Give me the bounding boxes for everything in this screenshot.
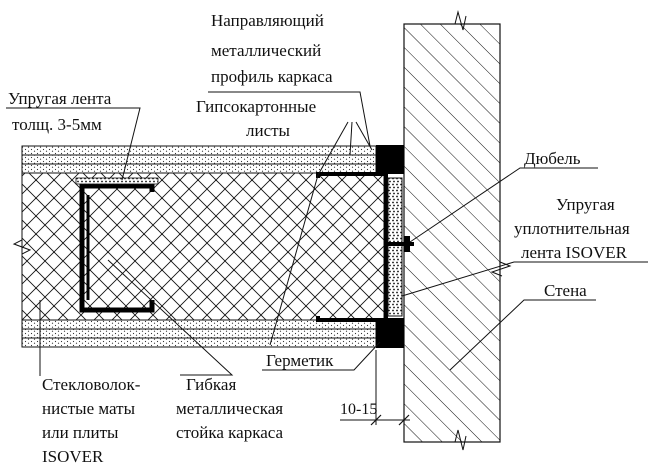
gypsum-boards-top (21, 145, 377, 174)
wall (403, 10, 512, 451)
svg-text:нистые маты: нистые маты (42, 399, 136, 418)
sealant-blocks (376, 145, 404, 348)
svg-text:Гибкая: Гибкая (186, 375, 236, 394)
svg-text:стойка каркаса: стойка каркаса (176, 423, 283, 442)
svg-text:уплотнительная: уплотнительная (514, 219, 630, 238)
elastic-tape (75, 177, 159, 185)
left-break-line (12, 146, 32, 347)
gypsum-boards-bottom (21, 319, 377, 348)
label-sealant: Герметик (266, 351, 334, 370)
glass-fiber-insulation (21, 172, 385, 321)
label-gap-dimension: 10-15 (340, 401, 377, 418)
svg-text:металлическая: металлическая (176, 399, 283, 418)
sealing-tape (387, 177, 403, 317)
svg-text:металлический: металлический (211, 41, 321, 60)
svg-text:лента ISOVER: лента ISOVER (521, 243, 628, 262)
svg-text:или плиты: или плиты (42, 423, 119, 442)
svg-text:Упругая: Упругая (556, 195, 615, 214)
label-guide-profile: Направляющий металлический профиль карка… (211, 11, 333, 86)
svg-text:профиль каркаса: профиль каркаса (211, 67, 333, 86)
svg-text:Гипсокартонные: Гипсокартонные (196, 97, 316, 116)
label-gypsum-sheets: Гипсокартонные листы (196, 97, 316, 140)
gap-dimension (340, 350, 410, 426)
label-wall: Стена (544, 281, 587, 300)
label-glass-mats: Стекловолок- нистые маты или плиты ISOVE… (42, 375, 141, 466)
label-elastic-tape: Упругая лента толщ. 3-5мм (8, 89, 112, 134)
flexible-stud (79, 183, 155, 313)
svg-text:листы: листы (246, 121, 291, 140)
label-dowel: Дюбель (524, 149, 581, 168)
dowel (384, 236, 414, 252)
leader-lines (6, 91, 648, 376)
svg-text:ISOVER: ISOVER (42, 447, 104, 466)
svg-text:Стекловолок-: Стекловолок- (42, 375, 141, 394)
svg-text:Направляющий: Направляющий (211, 11, 324, 30)
label-sealing-tape: Упругая уплотнительная лента ISOVER (514, 195, 630, 262)
label-flexible-stud: Гибкая металлическая стойка каркаса (176, 375, 283, 442)
svg-text:Упругая лента: Упругая лента (8, 89, 112, 108)
svg-text:толщ. 3-5мм: толщ. 3-5мм (12, 115, 102, 134)
